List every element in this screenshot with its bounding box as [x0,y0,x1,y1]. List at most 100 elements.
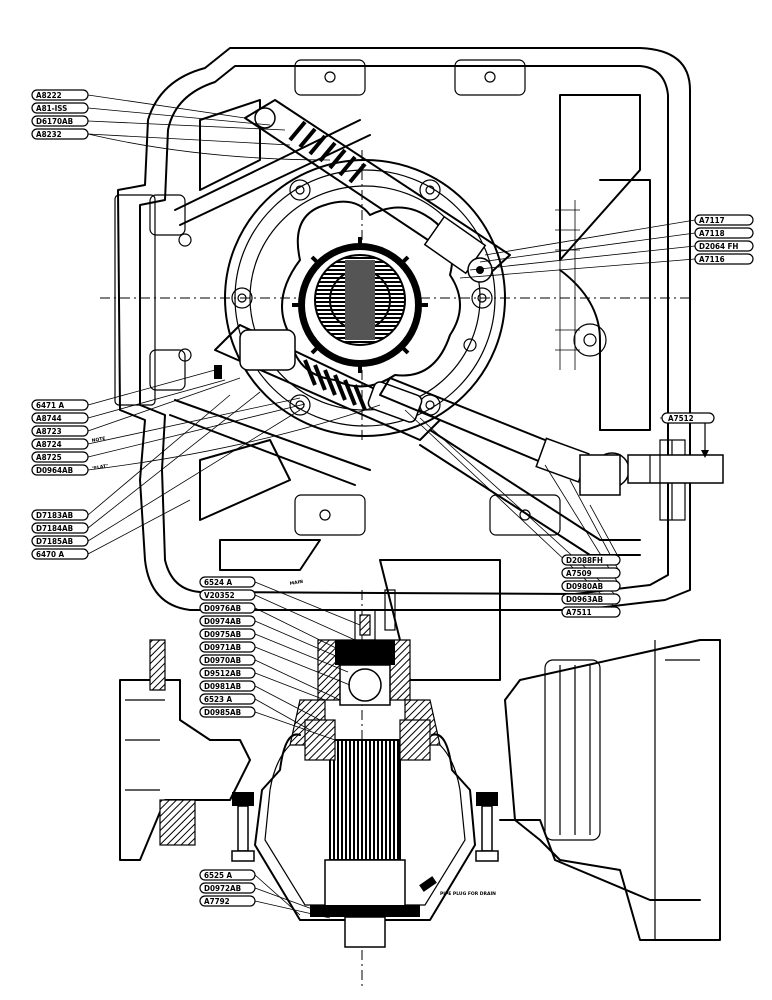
part-tag-frame [199,667,256,679]
part-number-label: D7183AB [36,511,73,520]
part-tag: A7118 [694,227,754,239]
part-tag: D0964AB [31,464,89,476]
part-tag: D9512AB [199,667,256,679]
part-tag-frame [31,548,89,560]
part-number-label: 6471 A [36,401,65,410]
part-tag-frame [199,693,256,705]
part-tag-frame [31,102,89,114]
part-number-label: V20352 [204,591,235,600]
part-tag-frame [31,535,89,547]
part-tag-frame [31,438,89,450]
part-tag: A7792 [199,895,256,907]
part-tag: D7185AB [31,535,89,547]
part-tag-frame [199,615,256,627]
part-tag-frame [199,882,256,894]
part-tag-frame [561,567,621,579]
part-tag: D2064 FH [694,240,754,252]
part-number-label: A81-ISS [36,104,67,113]
part-tag-frame [199,869,256,881]
part-tag: D0971AB [199,641,256,653]
part-number-label: D2088FH [566,556,603,565]
part-tag: D0985AB [199,706,256,718]
part-tag-frame [561,580,621,592]
bottom-view [119,559,721,990]
part-number-label: 6525 A [204,871,233,880]
part-tag: A8725 [31,451,89,463]
part-number-label: D9512AB [204,669,241,678]
part-tag: A8222 [31,89,89,101]
part-tag: 6524 A [199,576,256,588]
part-tag-frame [199,589,256,601]
part-number-label: D7184AB [36,524,73,533]
part-tag-frame [199,576,256,588]
right-ladder [555,200,580,370]
part-tag: A8723 [31,425,89,437]
part-tag: A81-ISS [31,102,89,114]
note-3: MAIN [289,579,303,587]
part-tag-frame [561,554,621,566]
part-tag-frame [31,425,89,437]
part-tag-frame [694,240,754,252]
part-tag: D2088FH [561,554,621,566]
part-number-label: D0974AB [204,617,241,626]
part-number-label: D2064 FH [699,242,738,251]
part-tag: D7183AB [31,509,89,521]
part-number-label: D0963AB [566,595,603,604]
part-tag: D0972AB [199,882,256,894]
part-tag-frame [199,706,256,718]
part-tag: D0976AB [199,602,256,614]
part-tag-frame [199,654,256,666]
part-tag: D0963AB [561,593,621,605]
part-number-label: D0975AB [204,630,241,639]
part-number-label: D0971AB [204,643,241,652]
part-tag: D0974AB [199,615,256,627]
part-number-label: D0985AB [204,708,241,717]
part-tag-frame [561,606,621,618]
part-number-label: D0964AB [36,466,73,475]
part-number-label: 6524 A [204,578,233,587]
part-tag: 6523 A [199,693,256,705]
part-tag: A8232 [31,128,89,140]
part-number-label: A8723 [36,427,62,436]
part-number-label: D0976AB [204,604,241,613]
part-tag: A8744 [31,412,89,424]
part-number-label: A7512 [668,414,694,423]
part-number-label: A7511 [566,608,592,617]
part-tag-frame [31,89,89,101]
gear-assembly [224,159,506,437]
rod-assembly [379,377,724,496]
part-tag: D0981AB [199,680,256,692]
part-tag-frame [694,214,754,226]
part-number-label: A8725 [36,453,62,462]
part-tag-frame [694,253,754,265]
part-tag: 6525 A [199,869,256,881]
part-number-label: D7185AB [36,537,73,546]
part-tag-frame [561,593,621,605]
part-number-label: A8744 [36,414,62,423]
pipe-plug-note: PIPE PLUG FOR DRAIN [440,891,496,897]
part-number-label: A7509 [566,569,592,578]
part-number-label: 6470 A [36,550,65,559]
part-tag: D6170AB [31,115,89,127]
part-tag-frame [31,115,89,127]
part-tag-frame [31,522,89,534]
part-number-label: 6523 A [204,695,233,704]
part-number-label: D6170AB [36,117,73,126]
part-tag-frame [31,412,89,424]
leader-lines-bottom [254,581,361,919]
note-1: NOTE [91,436,106,444]
part-number-label: D0980AB [566,582,603,591]
part-tag-frame [694,227,754,239]
part-tag: 6471 A [31,399,89,411]
part-number-label: D0981AB [204,682,241,691]
part-tag-frame [31,128,89,140]
part-number-label: A7792 [204,897,230,906]
part-tag: V20352 [199,589,256,601]
part-tag: A7116 [694,253,754,265]
part-tag: A7511 [561,606,621,618]
part-tag: A7117 [694,214,754,226]
part-number-label: A7117 [699,216,725,225]
part-tag-frame [199,680,256,692]
